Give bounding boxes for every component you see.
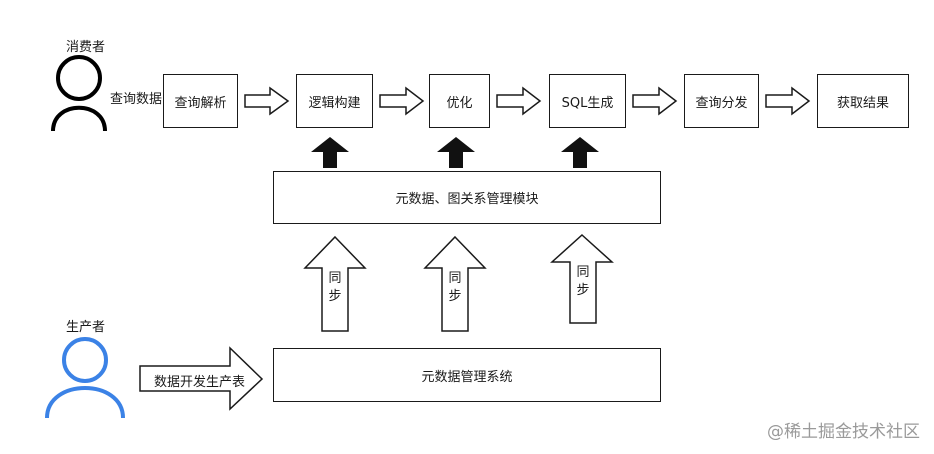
metadata-graph-module: 元数据、图关系管理模块 <box>273 171 661 224</box>
up-arrow-1 <box>311 137 349 168</box>
sync-char: 步 <box>328 289 342 304</box>
pipeline-step-label: SQL生成 <box>561 95 614 111</box>
sync-char: 同 <box>448 271 462 286</box>
pipeline-step-label: 查询解析 <box>174 95 227 111</box>
watermark: @稀土掘金技术社区 <box>767 422 920 442</box>
pipeline-step-query-parse: 查询解析 <box>163 74 238 128</box>
pipeline-step-sql-gen: SQL生成 <box>549 74 626 128</box>
pipeline-arrow-3 <box>496 86 542 116</box>
sync-char: 步 <box>576 283 590 298</box>
sync-arrows <box>303 233 614 332</box>
pipeline-step-query-dispatch: 查询分发 <box>684 74 759 128</box>
consumer-query-label: 查询数据 <box>110 88 163 107</box>
pipeline-step-get-result: 获取结果 <box>817 74 909 128</box>
sync-char: 同 <box>576 265 590 280</box>
sync-arrow-2 <box>423 235 487 332</box>
module-label: 元数据、图关系管理模块 <box>395 192 539 207</box>
pipeline-arrow-4 <box>632 86 678 116</box>
consumer-icon <box>51 55 107 132</box>
pipeline-step-label: 获取结果 <box>836 95 889 111</box>
pipeline-step-logic-build: 逻辑构建 <box>296 74 373 128</box>
pipeline-step-label: 逻辑构建 <box>308 95 361 111</box>
pipeline-arrow-1 <box>244 86 290 116</box>
sync-arrow-1 <box>303 235 367 332</box>
pipeline-step-label: 优化 <box>446 95 473 111</box>
module-label: 元数据管理系统 <box>421 369 513 385</box>
producer-icon <box>45 337 125 419</box>
pipeline-arrows <box>244 86 811 116</box>
producer-arrow <box>139 346 264 411</box>
producer-label: 生产者 <box>66 320 106 335</box>
sync-char: 同 <box>328 271 342 286</box>
sync-label-1: 同 步 <box>327 270 343 306</box>
pipeline-step-optimize: 优化 <box>429 74 490 128</box>
producer-edge-label: 数据开发生产表 <box>154 375 246 390</box>
pipeline-step-label: 查询分发 <box>695 95 748 111</box>
solid-up-arrows <box>311 137 599 168</box>
pipeline-arrow-2 <box>379 86 425 116</box>
metadata-management-system: 元数据管理系统 <box>273 348 661 402</box>
pipeline-arrow-5 <box>765 86 811 116</box>
sync-char: 步 <box>448 289 462 304</box>
sync-label-3: 同 步 <box>575 264 591 300</box>
consumer-label: 消费者 <box>66 40 106 55</box>
up-arrow-2 <box>437 137 475 168</box>
sync-arrow-3 <box>550 233 614 324</box>
up-arrow-3 <box>561 137 599 168</box>
sync-label-2: 同 步 <box>447 270 463 306</box>
